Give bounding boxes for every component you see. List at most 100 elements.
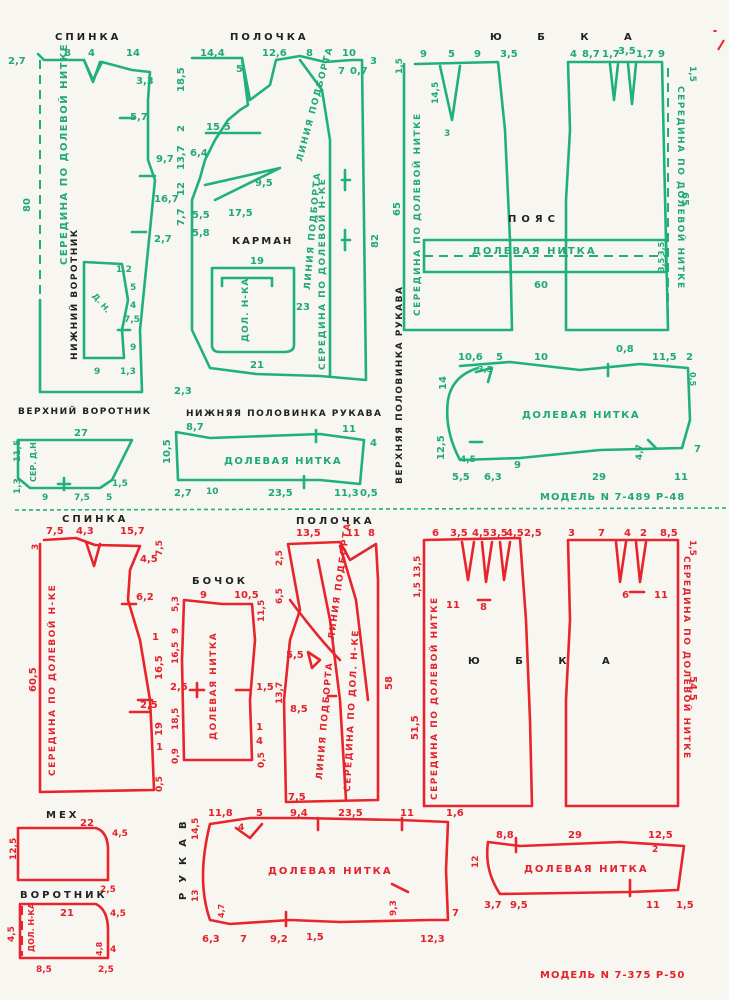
green-skirt-dim: 4	[570, 49, 577, 60]
red-sleeve-dim: 7	[240, 934, 247, 945]
red-cuff-dim: 11	[646, 900, 660, 911]
green-back-dim: 2,7	[8, 56, 26, 67]
green-belt-dim: 3,5	[657, 257, 666, 272]
green-skirt-dim: 9	[474, 49, 481, 60]
green-under-collar-mark: Д. Н.	[90, 292, 111, 315]
red-sleeve-title: РУКАВ	[178, 811, 189, 900]
green-front-dim: 10	[342, 48, 356, 59]
red-collar-dim: 4,5	[110, 909, 126, 919]
green-under-sleeve-grain: ДОЛЕВАЯ НИТКА	[224, 456, 342, 467]
red-cuff-dim: 9,5	[510, 900, 528, 911]
green-upper-sleeve-dim: 3,5	[478, 365, 493, 374]
red-back-dim: 3	[31, 544, 41, 550]
green-upper-sleeve-dim: 7	[694, 444, 701, 455]
green-front-dim: 9,5	[255, 178, 273, 189]
red-cuff-piece: 12 8,8 29 12,5 2 3,7 9,5 11 1,5 ДОЛЕВАЯ …	[471, 830, 694, 911]
green-belt-title: ПОЯС	[508, 214, 560, 225]
green-under-sleeve-dim: 23,5	[268, 488, 293, 499]
green-back-dim: 14	[126, 48, 140, 59]
green-skirt-dim: 1,5	[687, 66, 697, 82]
red-front-dim: 13,5	[296, 528, 321, 539]
red-front-grain: СЕРЕДИНА ПО ДОЛ. Н-КЕ	[343, 629, 362, 792]
green-back-piece: СПИНКА 2,7 8 4 14 3,3 5,7 9,7 16,7 2,7 8…	[8, 32, 179, 394]
green-under-sleeve-dim: 11,3	[334, 488, 359, 499]
red-side-dim: 9	[200, 590, 207, 601]
green-back-dim: 3,3	[136, 76, 154, 87]
red-collar-dim: 2,5	[98, 965, 114, 975]
green-under-collar-dim: 5	[130, 283, 136, 293]
red-cuff-dim: 1,5	[676, 900, 694, 911]
red-side-dim: 9	[171, 628, 181, 634]
red-back-dim: 7,5	[155, 540, 165, 556]
green-upper-sleeve-dim: 5,5	[452, 472, 470, 483]
green-skirt-dim: 3,5	[618, 46, 636, 57]
red-sleeve-dim: 11	[400, 808, 414, 819]
green-under-sleeve-dim: 10,5	[162, 439, 173, 464]
red-front-dim: 8	[368, 528, 375, 539]
green-back-dim: 5,7	[130, 112, 148, 123]
green-upper-sleeve-dim: 10	[534, 352, 548, 363]
red-collar-dim: 8,5	[36, 965, 52, 975]
green-front-piece: ПОЛОЧКА 14,4 12,6 8 10 7 0,7 3 18,5 5 15…	[174, 32, 381, 397]
red-back-title: СПИНКА	[62, 514, 128, 525]
red-back-dim: 4,3	[76, 526, 94, 537]
green-upper-sleeve-dim: 6,3	[484, 472, 502, 483]
red-back-dim: 2,5	[140, 700, 158, 711]
green-front-dim: 8	[306, 48, 313, 59]
green-front-dim: 21	[250, 360, 264, 371]
red-fur-dim: 4,5	[112, 829, 128, 839]
red-fur-piece: МЕХ 22 4,5 12,5 2,5	[9, 810, 128, 895]
red-side-dim: 4	[256, 736, 263, 747]
green-under-sleeve-dim: 10	[206, 487, 219, 497]
red-collar-dim: 4,5	[7, 926, 17, 942]
green-model-caption: МОДЕЛЬ N 7-489 Р-48	[540, 492, 685, 503]
red-front-dim: 23,5	[338, 808, 363, 819]
red-front-dim: 58	[384, 676, 395, 690]
red-skirt-dim: 1,5	[687, 540, 697, 556]
green-front-dim: 5	[236, 64, 243, 75]
red-sleeve-dim: 7	[452, 908, 459, 919]
green-front-dim: 0,7	[350, 66, 368, 77]
green-under-sleeve-dim: 2,7	[174, 488, 192, 499]
red-sleeve-dim: 4	[238, 823, 244, 833]
green-front-dim: 23	[296, 302, 310, 313]
red-skirt-dim: 8	[480, 602, 487, 613]
red-cuff-dim: 12	[471, 855, 481, 868]
red-skirt-dim: 4,5	[472, 528, 490, 539]
red-front-label: ЛИНИЯ ПОДБОРТА	[315, 661, 335, 780]
red-collar-grain: ДОЛ. Н-КА	[27, 902, 36, 952]
green-pocket-title: КАРМАН	[232, 236, 293, 247]
green-skirt-dim: 1,7	[602, 49, 620, 60]
red-side-dim: 1,5	[256, 682, 274, 693]
red-side-dim: 11,5	[257, 600, 267, 622]
green-front-dim: 7	[338, 66, 345, 77]
green-upper-collar-dim: 7,5	[74, 493, 90, 503]
green-upper-sleeve-dim: 12,5	[436, 435, 447, 460]
green-upper-sleeve-dim: 11	[674, 472, 688, 483]
green-upper-sleeve-dim: 0,5	[688, 372, 697, 387]
red-side-piece: БОЧОК 9 10,5 5,3 11,5 9 16,5 2,5 1,5 18,…	[170, 576, 274, 768]
green-front-dim: 82	[370, 234, 381, 248]
red-front-piece: ПОЛОЧКА 13,5 11 8 2,5 6,5 5,5 13,7 8,5 2…	[275, 516, 395, 819]
red-back-dim: 19	[154, 722, 165, 736]
red-collar-piece: ВОРОТНИК 21 4,5 4,5 8,5 2,5 4 4,8 ДОЛ. Н…	[7, 890, 126, 975]
red-skirt-dim: 11	[446, 600, 460, 611]
red-fur-dim: 12,5	[9, 838, 19, 860]
red-skirt-dim: 6	[432, 528, 439, 539]
green-upper-collar-piece: ВЕРХНИЙ ВОРОТНИК 27 11,5 1,3 9 7,5 5 1,5…	[13, 405, 150, 503]
green-back-dim: 16,7	[154, 194, 179, 205]
red-back-dim: 7,5	[46, 526, 64, 537]
red-cuff-dim: 2	[652, 845, 658, 855]
red-skirt-grain-left: СЕРЕДИНА ПО ДОЛЕВОЙ НИТКЕ	[428, 596, 440, 800]
green-skirt-dim: 65	[679, 192, 690, 206]
green-under-sleeve-title: НИЖНЯЯ ПОЛОВИНКА РУКАВА	[186, 409, 382, 419]
red-back-grain: СЕРЕДИНА ПО ДОЛЕВОЙ Н-КЕ	[46, 584, 58, 776]
green-skirt-dim: 65	[392, 202, 403, 216]
red-front-dim: 11	[346, 528, 360, 539]
green-upper-sleeve-grain: ДОЛЕВАЯ НИТКА	[522, 410, 640, 421]
red-skirt-dim: 3,5	[490, 528, 508, 539]
red-skirt-title: Ю Б К А	[468, 656, 626, 667]
green-upper-collar-dim: 1,3	[13, 478, 23, 494]
red-front-dim: 2,5	[275, 550, 285, 566]
red-skirt-dim: 4	[624, 528, 631, 539]
